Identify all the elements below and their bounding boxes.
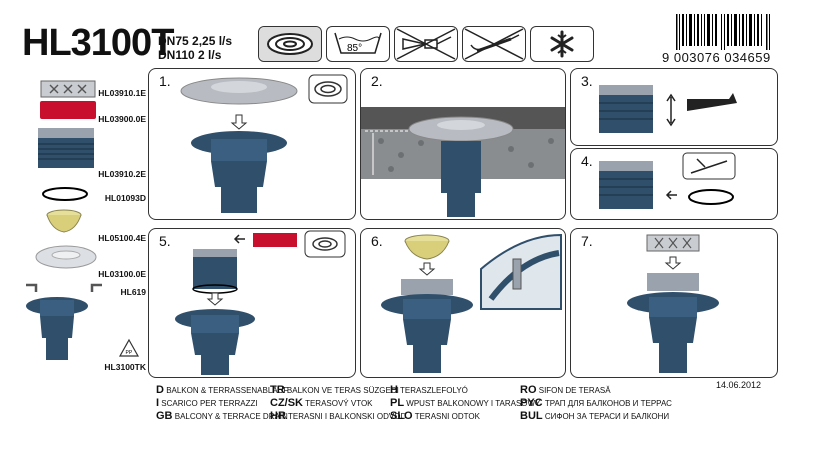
legend-text: TERASNI I BALKONSKI ODVOD xyxy=(287,412,407,421)
barcode-number: 9 003076 034659 xyxy=(662,50,771,65)
legend-entry: BUL СИФОН ЗА ТЕРАСИ И БАЛКОНИ xyxy=(520,410,672,423)
barcode xyxy=(676,14,770,50)
legend-entry: HR TERASNI I BALKONSKI ODVOD xyxy=(270,410,406,423)
step-panel-1: 1. xyxy=(148,68,356,220)
legend-entry: D BALKON & TERRASSENABLAUF xyxy=(156,384,288,397)
step-number: 1. xyxy=(159,73,171,89)
flow-rate-dn75: DN75 2,25 l/s xyxy=(158,34,233,48)
no-hose-cross-icon xyxy=(462,26,526,62)
product-title: HL3100T xyxy=(22,22,174,64)
legend-text: BALKON VE TERAS SÜZGECI xyxy=(286,386,399,395)
membrane-flange-part-image xyxy=(35,245,97,269)
legend-text: SCARICO PER TERRAZZI xyxy=(161,399,258,408)
legend-entry: CZ/SK TERASOVÝ VTOK xyxy=(270,397,406,410)
part-code: HL03910.2E xyxy=(98,169,146,179)
legend-entry: TR BALKON VE TERAS SÜZGECI xyxy=(270,384,406,397)
legend-entry: SLO TERASNI ODTOK xyxy=(390,410,540,423)
part-code: HL03910.1E xyxy=(98,88,146,98)
step-panel-6: 6. xyxy=(360,228,566,378)
legend-lang-code: GB xyxy=(156,410,173,422)
flow-rate-dn110: DN110 2 l/s xyxy=(158,48,222,62)
legend-text: SIFON DE TERASĂ xyxy=(538,386,611,395)
frost-icon xyxy=(530,26,594,62)
part-code: HL3100TK xyxy=(104,362,146,372)
temperature-85-icon: 85° xyxy=(326,26,390,62)
drain-body-part-image xyxy=(26,297,88,360)
extension-ring-part-image xyxy=(38,128,94,168)
part-code: HL03900.0E xyxy=(98,114,146,124)
legend-text: TERASNI ODTOK xyxy=(414,412,480,421)
legend-column-2: TR BALKON VE TERAS SÜZGECI CZ/SK TERASOV… xyxy=(270,384,406,423)
no-hose-icon xyxy=(394,26,458,62)
step-number: 3. xyxy=(581,73,593,89)
legend-lang-code: D xyxy=(156,384,164,396)
step-number: 6. xyxy=(371,233,383,249)
recycle-mark: PP xyxy=(126,350,133,356)
temperature-label: 85° xyxy=(347,43,362,54)
step-panel-5: 5. xyxy=(148,228,356,378)
flow-rates: DN75 2,25 l/s DN110 2 l/s xyxy=(158,34,232,62)
part-code: HL619 xyxy=(120,287,146,297)
step-number: 5. xyxy=(159,233,171,249)
legend-entry: PYC ТРАП ДЛЯ БАЛКОНОВ И ТЕРРАС xyxy=(520,397,672,410)
grating-part-image xyxy=(40,80,96,98)
legend-lang-code: RO xyxy=(520,384,537,396)
legend-column-3: H TERASZLEFOLYÓ PL WPUST BALKONOWY I TAR… xyxy=(390,384,540,423)
document-date: 14.06.2012 xyxy=(716,380,762,390)
legend-entry: GB BALCONY & TERRACE DRAIN xyxy=(156,410,288,423)
legend-text: BALKON & TERRASSENABLAUF xyxy=(166,386,289,395)
legend-lang-code: I xyxy=(156,397,160,409)
step-panel-3: 3. xyxy=(570,68,778,146)
legend-lang-code: BUL xyxy=(520,410,543,422)
legend-lang-code: TR xyxy=(270,384,285,396)
legend-entry: H TERASZLEFOLYÓ xyxy=(390,384,540,397)
part-code: HL01093D xyxy=(104,193,146,203)
legend-column-4: RO SIFON DE TERASĂ PYC ТРАП ДЛЯ БАЛКОНОВ… xyxy=(520,384,672,423)
legend-lang-code: HR xyxy=(270,410,286,422)
step-panel-2: 2. xyxy=(360,68,566,220)
o-ring-part-image xyxy=(42,187,88,201)
legend-text: TERASZLEFOLYÓ xyxy=(400,386,468,395)
step-panel-4: 4. xyxy=(570,148,778,220)
legend-lang-code: CZ/SK xyxy=(270,397,303,409)
step-number: 4. xyxy=(581,153,593,169)
legend-text: ТРАП ДЛЯ БАЛКОНОВ И ТЕРРАС xyxy=(544,399,672,408)
part-code: HL03100.0E xyxy=(98,269,146,279)
legend-entry: I SCARICO PER TERRAZZI xyxy=(156,397,288,410)
legend-text: TERASOVÝ VTOK xyxy=(305,399,373,408)
legend-lang-code: PL xyxy=(390,397,405,409)
legend-entry: PL WPUST BALKONOWY I TARASOWY xyxy=(390,397,540,410)
legend-lang-code: SLO xyxy=(390,410,413,422)
step-number: 7. xyxy=(581,233,593,249)
legend-lang-code: H xyxy=(390,384,398,396)
step-panel-7: 7. xyxy=(570,228,778,378)
step-number: 2. xyxy=(371,73,383,89)
legend-lang-code: PYC xyxy=(520,397,543,409)
legend-text: BALCONY & TERRACE DRAIN xyxy=(174,412,288,421)
flat-membrane-icon xyxy=(258,26,322,62)
legend-text: СИФОН ЗА ТЕРАСИ И БАЛКОНИ xyxy=(544,412,670,421)
recycle-icon: PP xyxy=(118,338,140,357)
legend-column-1: D BALKON & TERRASSENABLAUF I SCARICO PER… xyxy=(156,384,288,423)
filter-bucket-part-image xyxy=(46,209,82,233)
clamp-part-image xyxy=(26,283,102,292)
legend-text: WPUST BALKONOWY I TARASOWY xyxy=(406,399,541,408)
legend-entry: RO SIFON DE TERASĂ xyxy=(520,384,672,397)
part-code: HL05100.4E xyxy=(98,233,146,243)
red-insert-part-image xyxy=(40,101,96,119)
